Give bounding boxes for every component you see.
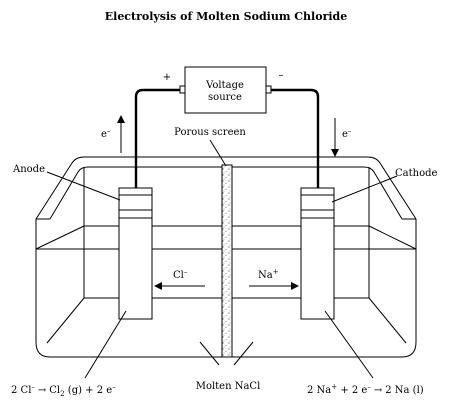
cathode-reaction-leader	[324, 310, 374, 379]
positive-terminal-sign: +	[163, 72, 171, 83]
anode-electrode	[118, 187, 153, 320]
cathode-leader	[331, 175, 398, 203]
anode-reaction-leader	[84, 310, 127, 379]
anode-half-reaction: 2 Cl–→Cl2 (g) + 2 e–	[11, 383, 116, 398]
anode-wire	[134, 88, 180, 188]
cathode-half-reaction: 2 Na+ + 2 e–→2 Na (l)	[307, 383, 424, 396]
cathode-wire	[271, 88, 320, 188]
porous-screen-label: Porous screen	[174, 127, 246, 138]
porous-screen	[221, 164, 233, 358]
voltage-source-label-1: Voltage	[205, 80, 244, 91]
chloride-ion-label: Cl–	[173, 268, 188, 281]
anode-leader	[46, 171, 121, 201]
molten-leader-left	[199, 341, 220, 366]
molten-nacl-label: Molten NaCl	[196, 381, 261, 392]
diagram-title: Electrolysis of Molten Sodium Chloride	[105, 10, 347, 23]
cathode-label: Cathode	[395, 168, 437, 179]
electron-label-right: e–	[342, 127, 352, 140]
voltage-source-label-2: source	[208, 92, 242, 103]
anode-label: Anode	[12, 164, 45, 175]
electron-label-left: e–	[101, 127, 111, 140]
cathode-electrode	[300, 187, 335, 320]
sodium-ion-label: Na+	[258, 268, 279, 281]
voltage-source: Voltage source	[179, 66, 272, 114]
molten-leader-right	[233, 341, 254, 366]
porous-screen-leader	[209, 139, 227, 167]
negative-terminal-sign: –	[279, 70, 284, 81]
